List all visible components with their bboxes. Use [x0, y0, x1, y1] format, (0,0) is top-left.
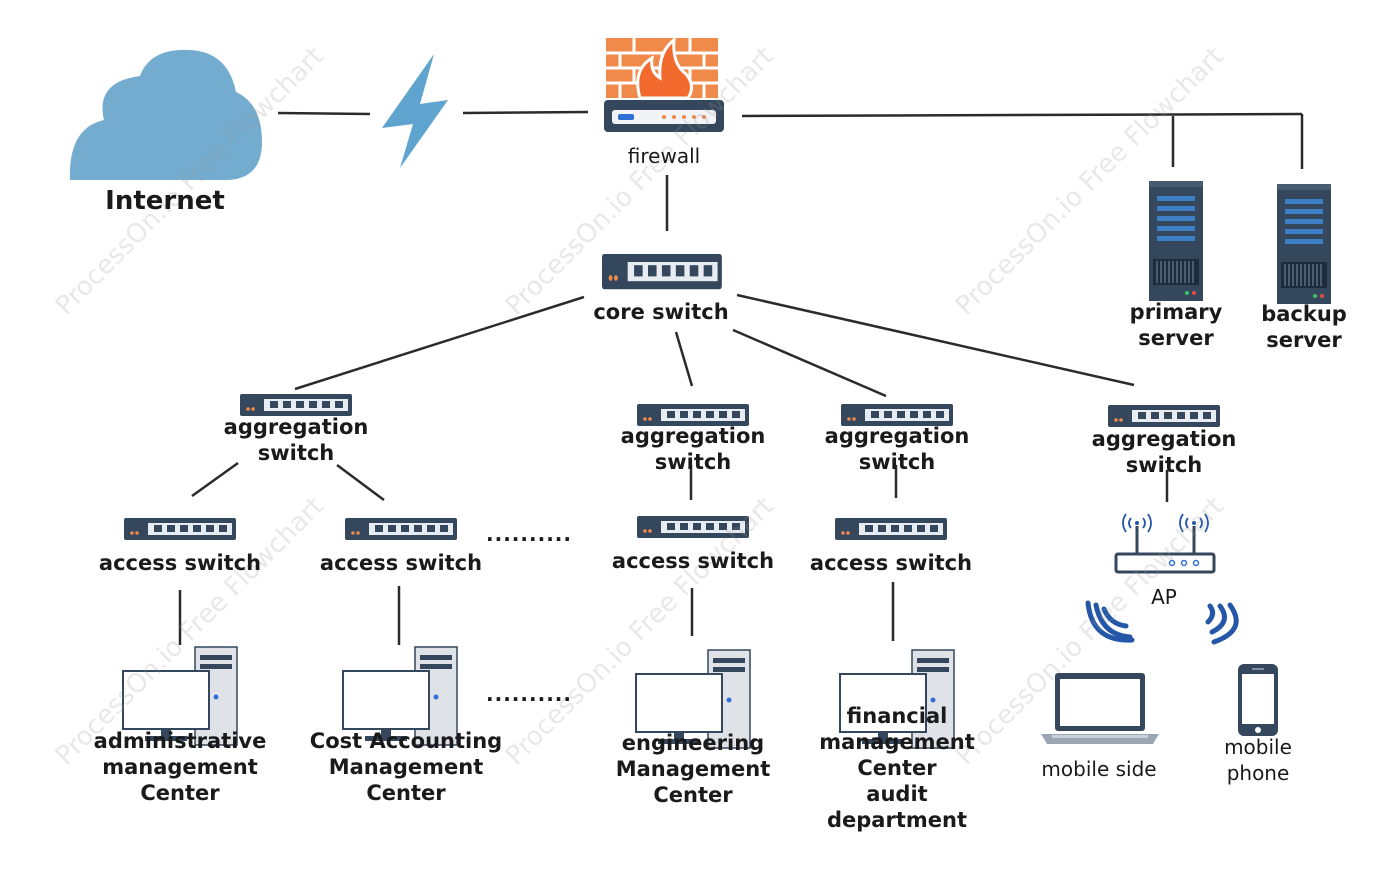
financial-center-label: financial management Center audit depart…	[819, 704, 975, 832]
access-switch-2-icon	[345, 518, 457, 540]
core-switch-label: core switch	[593, 300, 729, 324]
aggregation-switch-4-icon	[1108, 405, 1220, 427]
aggregation-switch-1-icon	[240, 394, 352, 416]
access-switch-2-label: access switch	[319, 551, 483, 575]
ap-router-icon	[1114, 513, 1216, 574]
cost-accounting-center-label: Cost Accounting Management Center	[309, 729, 503, 805]
mobile-side-label: mobile side	[1041, 757, 1157, 781]
ellipsis-centers: ..........	[486, 682, 572, 706]
administrative-center-label: administrative management Center	[93, 729, 267, 805]
ellipsis-access: ..........	[486, 522, 572, 546]
wifi-signal-icon	[1085, 600, 1135, 643]
access-switch-4-icon	[835, 518, 947, 540]
mobile-phone-icon	[1238, 664, 1278, 736]
laptop-icon	[1041, 673, 1159, 744]
lightning-icon	[382, 54, 448, 168]
firewall-label: firewall	[627, 144, 701, 168]
core-switch-icon	[602, 254, 722, 290]
connection-lines	[178, 110, 1304, 645]
cloud-icon	[69, 49, 262, 180]
aggregation-switch-4-label: aggregation switch	[1091, 427, 1237, 477]
access-switch-3-label: access switch	[611, 549, 775, 573]
backup-server-label: backup server	[1261, 302, 1347, 352]
access-switch-1-label: access switch	[98, 551, 262, 575]
mobile-phone-label: mobile phone	[1224, 735, 1292, 785]
backup-server-icon	[1276, 183, 1332, 305]
engineering-center-label: engineering Management Center	[615, 731, 771, 807]
primary-server-icon	[1148, 180, 1204, 302]
firewall-icon	[604, 36, 724, 132]
aggregation-switch-2-label: aggregation switch	[620, 424, 766, 474]
access-switch-3-icon	[637, 516, 749, 538]
ap-label: AP	[1151, 585, 1177, 609]
primary-server-label: primary server	[1129, 300, 1223, 350]
access-switch-1-icon	[124, 518, 236, 540]
access-switch-4-label: access switch	[809, 551, 973, 575]
internet-label: Internet	[105, 186, 225, 216]
aggregation-switch-3-label: aggregation switch	[824, 424, 970, 474]
aggregation-switch-1-label: aggregation switch	[223, 415, 369, 465]
wifi-signal-icon-2	[1205, 602, 1239, 645]
